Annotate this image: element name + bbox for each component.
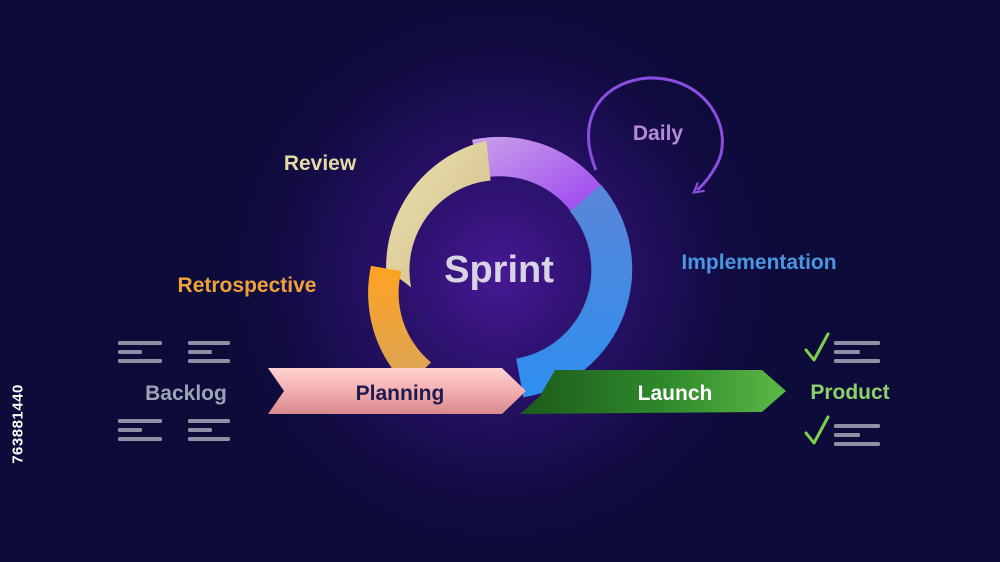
center-label: Sprint	[444, 249, 554, 291]
product-list-icon-top	[834, 341, 880, 363]
backlog-list-icon-top-right	[188, 341, 230, 363]
daily-loop-arrow	[587, 76, 724, 194]
planning-ribbon	[268, 368, 526, 414]
check-icon-bottom	[804, 415, 830, 445]
ring-segment-daily	[472, 136, 607, 217]
planning-label: Planning	[356, 382, 445, 405]
implementation-label: Implementation	[681, 251, 836, 274]
stock-id-strip: 763881440	[6, 324, 30, 524]
launch-label: Launch	[638, 382, 713, 405]
ring-segment-retrospective-lower	[368, 265, 431, 386]
backlog-list-icon-bottom-right	[188, 419, 230, 441]
backlog-list-icon-top-left	[118, 341, 162, 363]
stock-id: 763881440	[9, 384, 27, 464]
ring-segment-review	[386, 140, 491, 288]
review-label: Review	[284, 152, 357, 175]
product-list-icon-bottom	[834, 424, 880, 446]
product-label: Product	[810, 381, 889, 404]
backlog-label: Backlog	[145, 382, 227, 405]
check-icon-top	[804, 332, 830, 362]
backlog-list-icon-bottom-left	[118, 419, 162, 441]
ring-segment-implementation	[516, 184, 633, 398]
launch-ribbon	[520, 370, 786, 414]
retrospective-label: Retrospective	[178, 274, 317, 297]
daily-label: Daily	[633, 122, 684, 145]
